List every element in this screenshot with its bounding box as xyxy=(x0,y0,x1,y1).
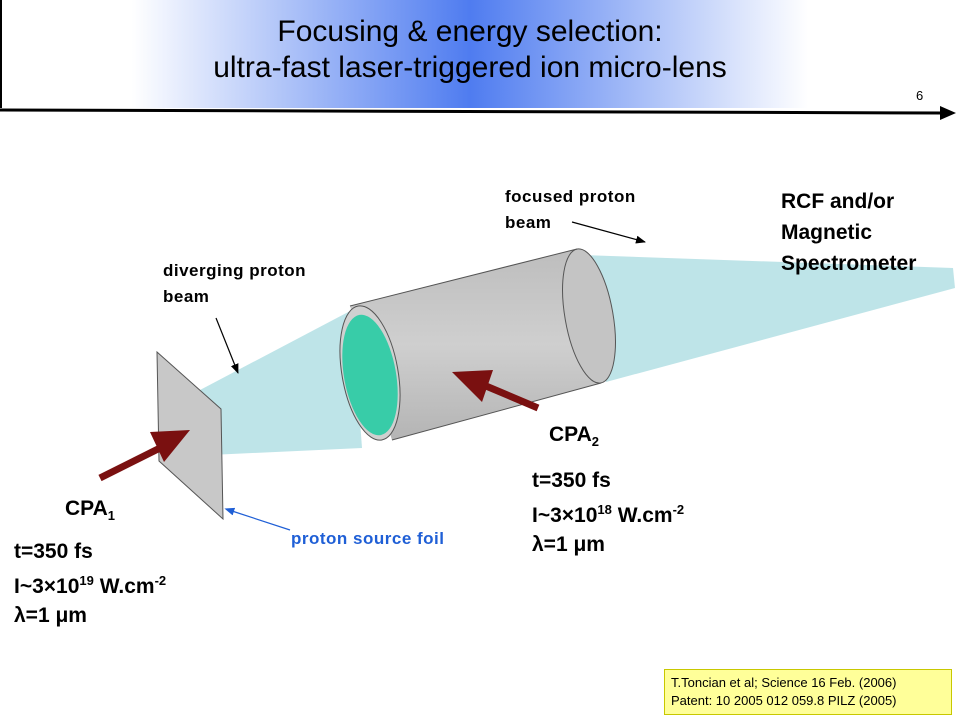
lens-cylinder-top-edge xyxy=(349,248,578,307)
focused-beam-label-line2: beam xyxy=(505,213,552,232)
cpa2-params: t=350 fs I~3×1018 W.cm-2 λ=1 μm xyxy=(532,466,684,559)
focused-beam-pointer xyxy=(571,221,646,244)
cpa1-params: t=350 fs I~3×1019 W.cm-2 λ=1 μm xyxy=(14,537,166,630)
cpa1-laser-arrowhead xyxy=(150,430,190,462)
lens-cylinder-front-face xyxy=(342,314,398,436)
slide-header xyxy=(0,0,940,108)
cpa1-name: CPA xyxy=(65,497,108,520)
focused-beam-label-line1: focused proton xyxy=(505,187,636,206)
cpa1-sub: 1 xyxy=(107,508,116,524)
cpa1-intensity-unit-exp: -2 xyxy=(154,573,167,588)
cpa2-duration: t=350 fs xyxy=(532,469,611,492)
cpa1-duration: t=350 fs xyxy=(14,540,93,563)
focused-beam xyxy=(582,255,955,382)
cpa2-intensity-exp: 18 xyxy=(597,502,612,517)
title-line-2: ultra-fast laser-triggered ion micro-len… xyxy=(213,51,727,84)
cpa2-intensity: I~3×1018 W.cm-2 xyxy=(532,495,684,530)
cpa2-laser-arrowhead xyxy=(452,370,493,402)
cpa2-intensity-base: I~3×10 xyxy=(532,504,598,527)
citation-box: T.Toncian et al; Science 16 Feb. (2006) … xyxy=(664,669,952,715)
diverging-beam-label-line2: beam xyxy=(163,287,210,306)
page-number: 6 xyxy=(916,88,924,103)
source-foil-pointer xyxy=(224,507,291,531)
diverging-beam xyxy=(200,310,362,455)
citation-line-1: T.Toncian et al; Science 16 Feb. (2006) xyxy=(671,675,897,690)
cpa2-label: CPA2 xyxy=(549,420,599,456)
focused-beam-label: focused proton beam xyxy=(505,184,636,236)
diverging-beam-label: diverging proton beam xyxy=(163,258,306,310)
proton-source-foil xyxy=(156,350,224,521)
title-line-1: Focusing & energy selection: xyxy=(277,15,663,48)
detector-label: RCF and/or Magnetic Spectrometer xyxy=(781,186,916,279)
cpa2-wavelength: λ=1 μm xyxy=(532,533,605,556)
detector-label-line2: Magnetic xyxy=(781,221,873,244)
cpa2-intensity-unit: W.cm xyxy=(611,504,673,527)
header-left-border xyxy=(0,0,2,108)
cpa2-sub: 2 xyxy=(591,434,600,450)
header-underline-arrow xyxy=(0,108,945,115)
lens-cylinder-bottom-edge xyxy=(391,382,602,441)
cpa1-label: CPA1 xyxy=(65,494,115,530)
cpa1-intensity-exp: 19 xyxy=(79,573,94,588)
citation-line-2: Patent: 10 2005 012 059.8 PILZ (2005) xyxy=(671,693,897,708)
cpa1-intensity: I~3×1019 W.cm-2 xyxy=(14,566,166,601)
cpa1-intensity-base: I~3×10 xyxy=(14,575,80,598)
cpa2-intensity-unit-exp: -2 xyxy=(672,502,685,517)
detector-label-line1: RCF and/or xyxy=(781,190,895,213)
cpa1-intensity-unit: W.cm xyxy=(93,575,155,598)
source-foil-label: proton source foil xyxy=(291,529,445,548)
cpa2-laser-arrow-shaft xyxy=(484,382,540,412)
diverging-beam-pointer xyxy=(215,317,239,374)
cpa2-name: CPA xyxy=(549,423,592,446)
slide-title: Focusing & energy selection: ultra-fast … xyxy=(0,14,940,86)
lens-cylinder-body xyxy=(350,249,601,440)
cpa1-laser-arrow-shaft xyxy=(98,444,162,482)
diverging-beam-label-line1: diverging proton xyxy=(163,261,307,280)
cpa1-wavelength: λ=1 μm xyxy=(14,604,87,627)
header-underline-arrowhead xyxy=(940,106,956,120)
detector-label-line3: Spectrometer xyxy=(781,252,917,275)
